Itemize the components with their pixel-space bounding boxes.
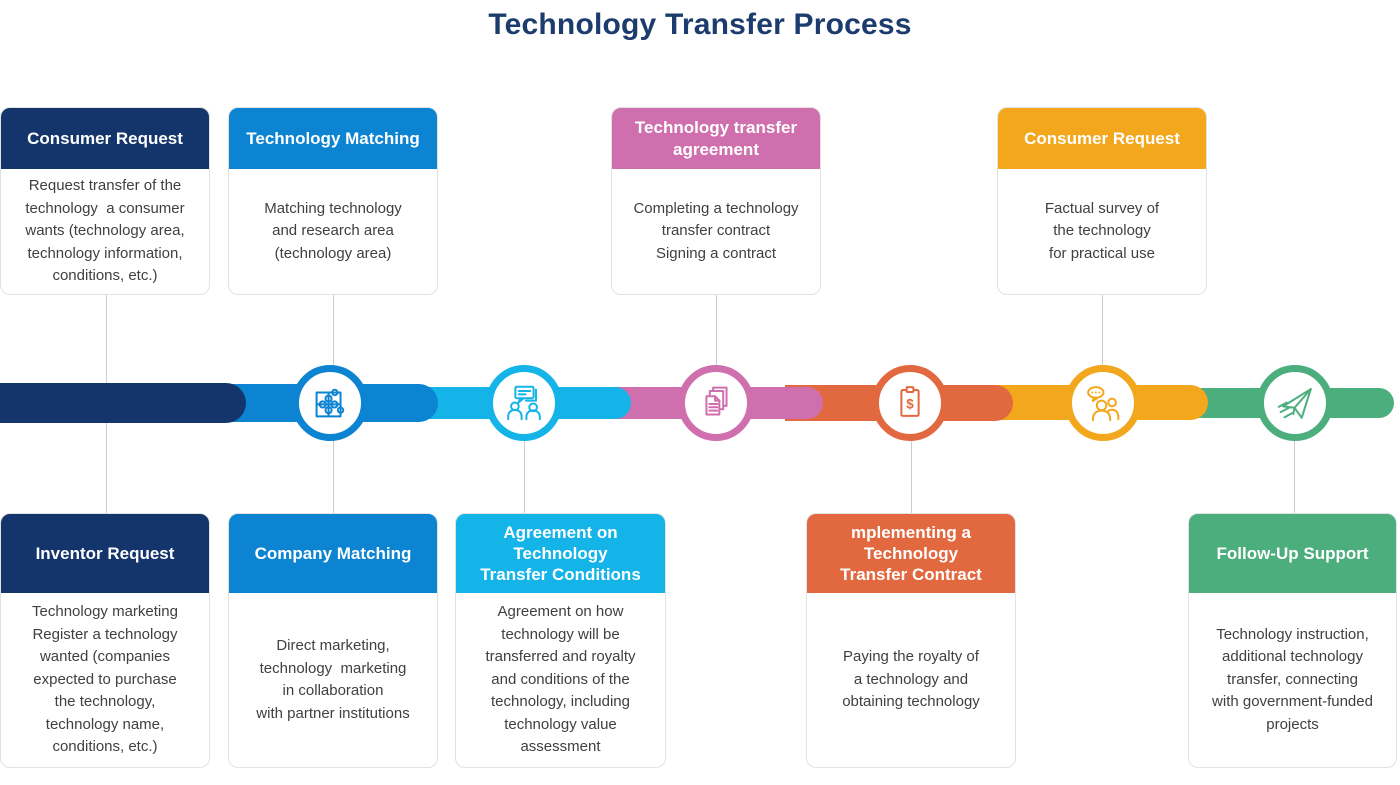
card-header: Agreement on Technology Transfer Conditi… [456,514,665,593]
card-title: mplementing a Technology Transfer Contra… [840,522,982,585]
card-body: Completing a technology transfer contrac… [633,199,799,262]
connector-line [911,420,912,513]
card-title: Follow-Up Support [1216,543,1369,563]
top-card-transfer-agreement: Technology transfer agreement Completing… [611,107,821,295]
timeline-node-agreement [678,365,754,441]
people-chat-icon [1080,380,1126,426]
card-title: Technology Matching [246,128,420,148]
connector-line [1294,420,1295,513]
card-header: Technology Matching [229,108,437,169]
bottom-card-transfer-conditions: Agreement on Technology Transfer Conditi… [455,513,666,768]
card-title: Consumer Request [1024,128,1180,148]
connector-line [524,420,525,513]
card-header: Technology transfer agreement [612,108,820,169]
card-header: Consumer Request [998,108,1206,169]
connector-line [716,295,717,387]
timeline-node-negotiation [486,365,562,441]
connector-line [106,295,107,387]
svg-text:$: $ [906,396,914,411]
puzzle-icon [307,380,353,426]
timeline-node-royalty: $ [872,365,948,441]
bottom-card-inventor-request: Inventor Request Technology marketing Re… [0,513,210,768]
top-card-consumer-request-2: Consumer Request Factual survey of the t… [997,107,1207,295]
card-header: Inventor Request [1,514,209,593]
card-title: Agreement on Technology Transfer Conditi… [480,522,641,585]
connector-line [1102,295,1103,387]
card-header: Follow-Up Support [1189,514,1396,593]
card-header: mplementing a Technology Transfer Contra… [807,514,1015,593]
card-body: Direct marketing, technology marketing i… [256,637,410,722]
connector-line [333,295,334,387]
discussion-icon [501,380,547,426]
card-title: Consumer Request [27,128,183,148]
card-body: Request transfer of the technology a con… [25,177,185,285]
timeline-segment-navy [0,383,246,423]
connector-line [106,420,107,513]
card-body: Agreement on how technology will be tran… [485,603,636,756]
bottom-card-follow-up-support: Follow-Up Support Technology instruction… [1188,513,1397,768]
card-body: Technology instruction, additional techn… [1212,625,1373,733]
timeline-node-follow-up [1257,365,1333,441]
bottom-card-company-matching: Company Matching Direct marketing, techn… [228,513,438,768]
card-title: Inventor Request [35,543,175,563]
card-body: Paying the royalty of a technology and o… [842,648,980,711]
card-body: Technology marketing Register a technolo… [32,603,178,756]
card-title: Company Matching [254,543,412,563]
paper-plane-icon [1272,380,1318,426]
card-header: Consumer Request [1,108,209,169]
timeline-node-survey [1065,365,1141,441]
card-body: Factual survey of the technology for pra… [1044,199,1160,262]
clipboard-dollar-icon: $ [887,380,933,426]
card-body: Matching technology and research area (t… [264,199,402,262]
page-title: Technology Transfer Process [488,8,912,41]
connector-line [333,420,334,513]
card-title: Technology transfer agreement [634,118,798,159]
timeline-node-matching [292,365,368,441]
documents-icon [693,380,739,426]
bottom-card-implementing-contract: mplementing a Technology Transfer Contra… [806,513,1016,768]
card-header: Company Matching [229,514,437,593]
top-card-consumer-request: Consumer Request Request transfer of the… [0,107,210,295]
top-card-technology-matching: Technology Matching Matching technology … [228,107,438,295]
